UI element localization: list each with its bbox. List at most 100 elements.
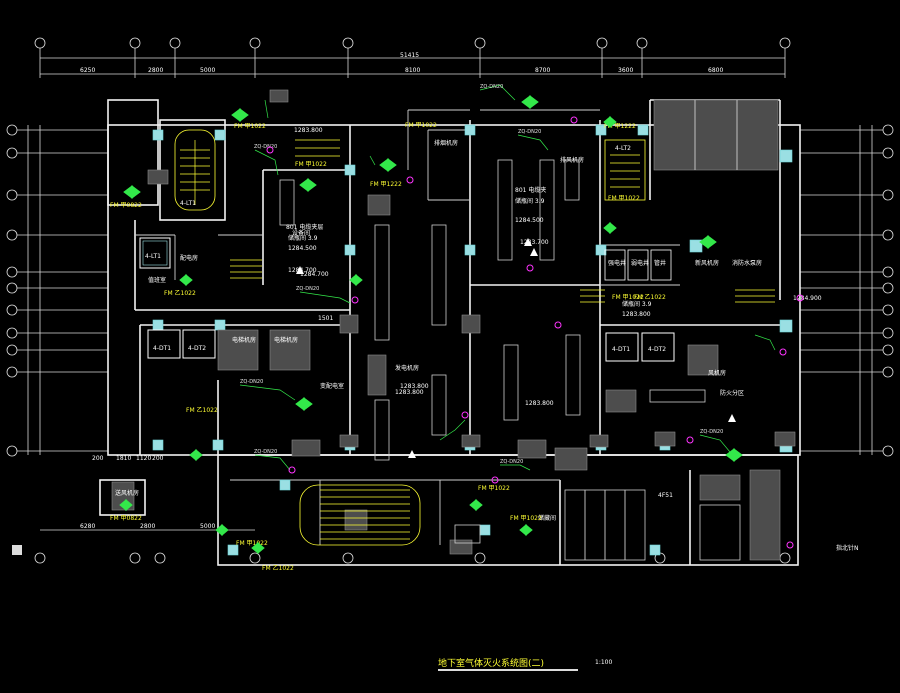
gas-nozzle-symbols — [266, 116, 804, 549]
fire-door-tag: FM 甲1022 — [478, 485, 510, 492]
elevation-label: 1284.700 — [288, 267, 317, 274]
section-marker — [12, 545, 22, 555]
system-note: 储瓶间 3.9 — [515, 197, 545, 205]
room-label: 4-DT1 — [153, 345, 171, 352]
room-label: 风机房 — [708, 369, 726, 377]
fire-door-tag: FM 甲1022 — [608, 195, 640, 202]
overall-dimension: 51415 — [400, 52, 419, 59]
elevator-shafts — [139, 237, 675, 362]
dim-small-1: 1810 — [116, 455, 131, 462]
fire-door-tag: FM 甲1022 — [510, 515, 542, 522]
fire-door-tag: FM 甲1022 — [295, 161, 327, 168]
dim-top-2: 5000 — [200, 67, 215, 74]
grid-axis-bottom: 6280 2800 5000 200 1810 1120 200 — [12, 455, 791, 564]
room-label: 强电井 — [608, 259, 626, 267]
equipment-blocks — [111, 89, 796, 561]
dim-small-3: 200 — [152, 455, 164, 462]
elevation-label: 1283.800 — [525, 400, 554, 407]
room-label: 4-LT2 — [615, 145, 631, 152]
dim-top-4: 8700 — [535, 67, 550, 74]
fire-door-tag: FM 乙1022 — [164, 290, 196, 297]
fire-door-tag: FM 甲1222 — [604, 123, 636, 130]
room-label: 送风机房 — [115, 489, 139, 497]
stairs — [174, 129, 775, 546]
system-note: 储瓶间 3.9 — [288, 234, 318, 242]
fire-door-tag: FM 甲0822 — [110, 515, 142, 522]
dim-small-0: 200 — [92, 455, 104, 462]
elevation-label: 1284.500 — [515, 217, 544, 224]
svg-text:ZQ-DN20: ZQ-DN20 — [480, 84, 503, 90]
dim-bottom-1: 2800 — [140, 523, 155, 530]
storage-racks — [279, 159, 706, 461]
fire-door-tag: FM 乙1022 — [186, 407, 218, 414]
fire-door-tag: FM 甲0822 — [110, 202, 142, 209]
system-note: 储瓶间 3.9 — [622, 300, 652, 308]
dim-bottom-0: 6280 — [80, 523, 95, 530]
svg-text:ZQ-DN20: ZQ-DN20 — [296, 286, 319, 292]
svg-text:ZQ-DN20: ZQ-DN20 — [254, 144, 277, 150]
drawing-title: 地下室气体灭火系统图(二) — [438, 659, 545, 669]
room-label: 电梯机房 — [274, 336, 298, 344]
dim-top-6: 6800 — [708, 67, 723, 74]
room-label: 排烟机房 — [434, 139, 458, 147]
room-label: 弱电井 — [631, 259, 649, 267]
elevation-label: 1501 — [318, 315, 333, 322]
elevation-label: 1283.800 — [400, 383, 429, 390]
fire-door-tag: FM 甲1222 — [370, 181, 402, 188]
elevation-label: 1284.700 — [300, 271, 329, 278]
room-label: 消防水泵房 — [732, 259, 762, 267]
svg-text:ZQ-DN20: ZQ-DN20 — [240, 379, 263, 385]
room-label: 变配电室 — [320, 382, 344, 390]
elevation-marks: 1283.800 1284.500 1284.700 1283.700 1283… — [288, 127, 822, 458]
svg-text:ZQ-DN20: ZQ-DN20 — [500, 459, 523, 465]
svg-text:ZQ-DN20: ZQ-DN20 — [518, 129, 541, 135]
elevation-label: 1283.800 — [622, 311, 651, 318]
system-note: 801 电缆夹层 — [286, 223, 323, 231]
svg-text:ZQ-DN20: ZQ-DN20 — [700, 429, 723, 435]
room-label: 4F51 — [658, 492, 673, 499]
bottom-right-equipment — [454, 489, 741, 561]
elevation-label: 1284.900 — [793, 295, 822, 302]
room-label: 4-LT1 — [180, 200, 196, 207]
room-label: 储藏间 — [538, 514, 556, 522]
fire-door-tag: FM 乙1022 — [634, 294, 666, 301]
door-swing-symbols: ZQ-DN20 ZQ-DN20 ZQ-DN20 ZQ-DN20 ZQ-DN20 … — [119, 84, 776, 555]
grid-axis-sides — [6, 124, 894, 457]
svg-text:ZQ-DN20: ZQ-DN20 — [254, 449, 277, 455]
room-label: 4-LT1 — [145, 253, 161, 260]
fire-door-tag: FM 乙1022 — [262, 565, 294, 572]
drawing-title-underline — [438, 669, 578, 671]
room-label: 排风机房 — [560, 156, 584, 164]
room-label: 4-DT1 — [612, 346, 630, 353]
room-label: 4-DT2 — [188, 345, 206, 352]
dim-top-0: 6250 — [80, 67, 95, 74]
dim-top-1: 2800 — [148, 67, 163, 74]
room-label: 值班室 — [148, 276, 166, 284]
system-note: 防火分区 — [720, 389, 744, 397]
system-notes: 801 电缆夹层 储瓶间 3.9 801 电缆夹 储瓶间 3.9 发电机房 防火… — [286, 186, 744, 397]
dim-top-5: 3600 — [618, 67, 633, 74]
dim-top-3: 8100 — [405, 67, 420, 74]
fire-door-tags: FM 甲0822 FM 甲1022 FM 甲1022 FM 甲1222 FM 乙… — [110, 122, 666, 572]
system-note: 发电机房 — [395, 364, 419, 372]
room-label: 新风机房 — [695, 259, 719, 267]
room-label: 电梯机房 — [232, 336, 256, 344]
room-label: 设备间 — [292, 229, 310, 237]
fire-door-tag: FM 甲1022 — [236, 540, 268, 547]
room-label: 4-DT2 — [648, 346, 666, 353]
elevation-label: 1284.500 — [288, 245, 317, 252]
north-note: 指北针N — [836, 545, 859, 552]
dim-bottom-2: 5000 — [200, 523, 215, 530]
elevation-label: 1283.800 — [395, 389, 424, 396]
fire-door-tag: FM 甲1022 — [234, 123, 266, 130]
system-note: 801 电缆夹 — [515, 186, 546, 194]
dim-small-2: 1120 — [136, 455, 151, 462]
grid-axis-top: 51415 6250 2800 5000 8100 8700 3600 6800 — [34, 37, 791, 78]
room-label: 管井 — [654, 259, 666, 267]
elevation-label: 1283.700 — [520, 239, 549, 246]
drawing-scale: 1:100 — [595, 659, 613, 666]
fire-door-tag: FM 甲1022 — [612, 294, 644, 301]
room-labels: 4-LT1 4-DT1 4-DT2 4-DT1 4-DT2 4-LT2 4-LT… — [115, 139, 762, 522]
elevation-label: 1283.800 — [294, 127, 323, 134]
